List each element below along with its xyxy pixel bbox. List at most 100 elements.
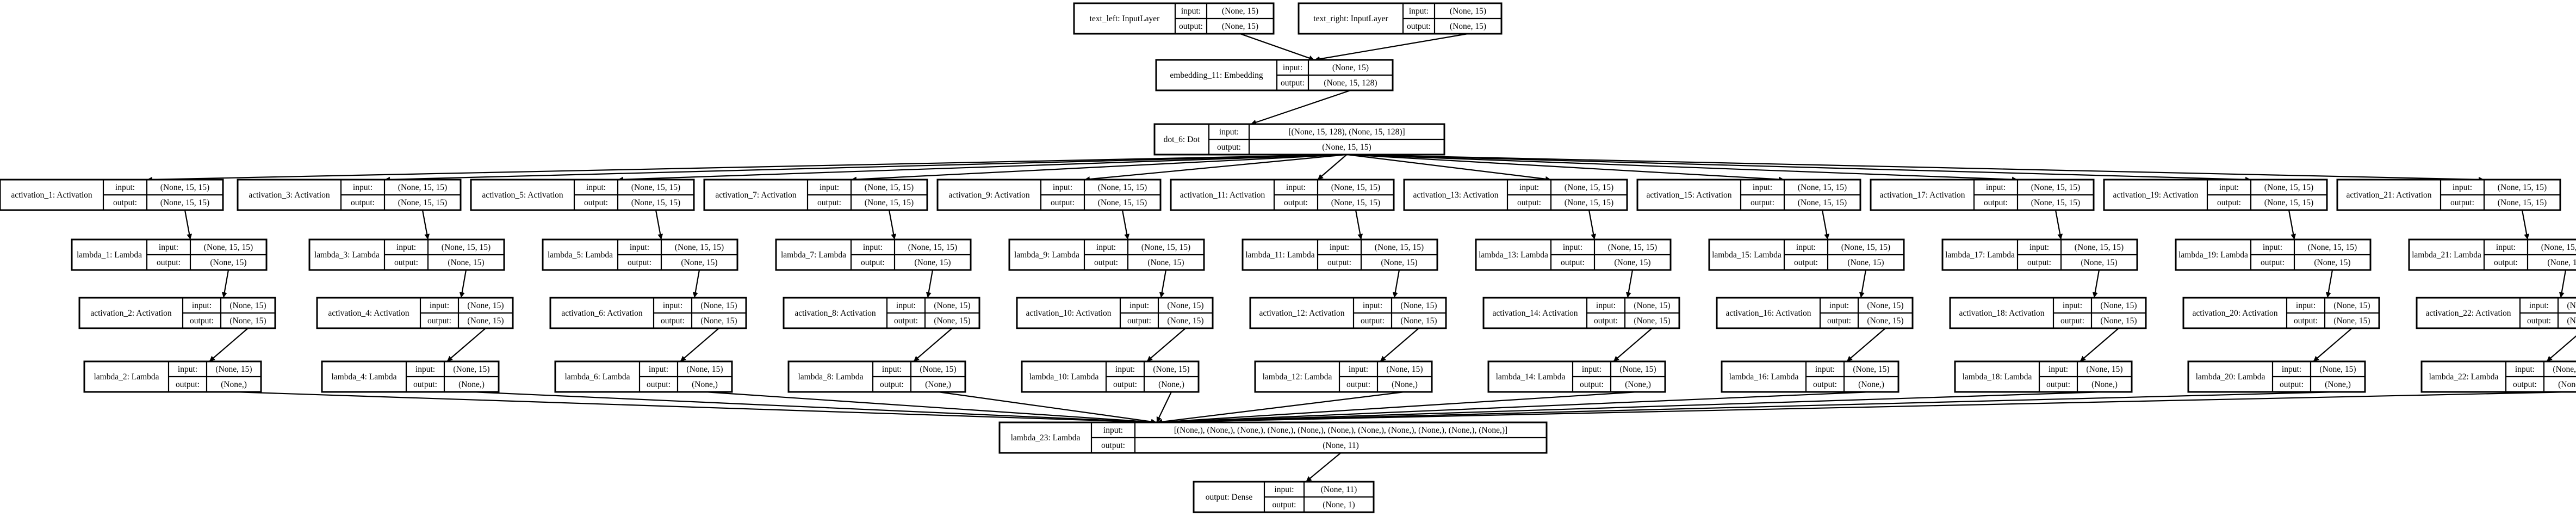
edge-lambda-15-to-activation-16 (1859, 269, 1867, 298)
output-label: output: (647, 380, 671, 389)
layer-node-activation-10[interactable]: activation_10: Activationinput:output:(N… (1016, 297, 1214, 329)
input-label: input: (820, 183, 839, 192)
output-label: output: (628, 258, 651, 267)
layer-node-activation-9[interactable]: activation_9: Activationinput:output:(No… (936, 179, 1162, 211)
layer-node-activation-19[interactable]: activation_19: Activationinput:output:(N… (2103, 179, 2328, 211)
layer-node-activation-8[interactable]: activation_8: Activationinput:output:(No… (783, 297, 980, 329)
input-shape: (None, 15) (2333, 301, 2370, 310)
edge-activation-4-to-lambda-4 (446, 328, 486, 362)
edge-activation-11-to-lambda-11 (1355, 210, 1363, 240)
layer-node-activation-18[interactable]: activation_18: Activationinput:output:(N… (1949, 297, 2147, 329)
layer-node-activation-15[interactable]: activation_15: Activationinput:output:(N… (1636, 179, 1861, 211)
layer-node-activation-21[interactable]: activation_21: Activationinput:output:(N… (2336, 179, 2561, 211)
layer-node-activation-7[interactable]: activation_7: Activationinput:output:(No… (703, 179, 928, 211)
input-label: input: (1829, 301, 1849, 310)
input-shape: (None, 15, 15) (2264, 183, 2313, 192)
layer-node-text-right[interactable]: text_right: InputLayerinput:output:(None… (1298, 2, 1503, 35)
layer-node-activation-22[interactable]: activation_22: Activationinput:output:(N… (2416, 297, 2576, 329)
output-shape: (None, 15, 15) (631, 198, 680, 207)
input-label: input: (1986, 183, 2006, 192)
input-shape: (None, 15, 15) (1331, 183, 1380, 192)
edge-lambda-11-to-activation-12 (1392, 269, 1400, 298)
input-shape: [(None,), (None,), (None,), (None,), (No… (1174, 426, 1507, 435)
layer-node-activation-20[interactable]: activation_20: Activationinput:output:(N… (2182, 297, 2380, 329)
input-shape: (None, 15, 15) (1565, 183, 1613, 192)
layer-node-embedding-11[interactable]: embedding_11: Embeddinginput:output:(Non… (1155, 59, 1394, 91)
output-label: output: (1794, 258, 1818, 267)
layer-node-activation-6[interactable]: activation_6: Activationinput:output:(No… (549, 297, 747, 329)
output-shape: (None, 15, 15) (865, 198, 914, 207)
edge-activation-21-to-lambda-21 (2521, 210, 2530, 240)
layer-node-activation-12[interactable]: activation_12: Activationinput:output:(N… (1249, 297, 1447, 329)
layer-node-activation-13[interactable]: activation_13: Activationinput:output:(N… (1403, 179, 1628, 211)
layer-node-activation-11[interactable]: activation_11: Activationinput:output:(N… (1170, 179, 1395, 211)
layer-node-activation-16[interactable]: activation_16: Activationinput:output:(N… (1716, 297, 1914, 329)
input-shape: (None, 15) (700, 301, 737, 310)
input-shape: (None, 15) (920, 365, 956, 374)
layer-node-lambda-23[interactable]: lambda_23: Lambdainput:output:[(None,), … (998, 421, 1548, 454)
input-shape: (None, 15) (1222, 7, 1258, 16)
output-shape: (None, 15, 15) (160, 198, 209, 207)
layer-node-activation-1[interactable]: activation_1: Activationinput:output:(No… (0, 179, 224, 211)
layer-name: output: Dense (1206, 493, 1253, 502)
input-label: input: (2496, 243, 2516, 252)
layer-node-activation-14[interactable]: activation_14: Activationinput:output:(N… (1482, 297, 1680, 329)
layer-node-text-left[interactable]: text_left: InputLayerinput:output:(None,… (1073, 2, 1275, 35)
output-label: output: (2046, 380, 2070, 389)
edge-activation-15-to-lambda-15 (1821, 210, 1830, 240)
edge-activation-6-to-lambda-6 (680, 328, 719, 362)
layer-node-activation-5[interactable]: activation_5: Activationinput:output:(No… (470, 179, 695, 211)
layer-node-activation-3[interactable]: activation_3: Activationinput:output:(No… (237, 179, 462, 211)
layer-node-activation-4[interactable]: activation_4: Activationinput:output:(No… (316, 297, 514, 329)
output-label: output: (861, 258, 885, 267)
layer-node-activation-17[interactable]: activation_17: Activationinput:output:(N… (1870, 179, 2095, 211)
input-label: input: (882, 365, 902, 374)
layer-name: text_right: InputLayer (1313, 14, 1388, 23)
edge-text-left-to-embedding-11 (1240, 33, 1315, 61)
edge-lambda-6-to-lambda-23 (704, 391, 1157, 425)
layer-name: activation_9: Activation (948, 191, 1030, 200)
output-label: output: (1580, 380, 1604, 389)
layer-name: activation_17: Activation (1879, 191, 1965, 200)
output-shape: (None, 15) (1400, 316, 1437, 326)
output-shape: (None, 15) (2100, 316, 2137, 326)
output-shape: (None,) (2558, 380, 2576, 389)
layer-name: activation_8: Activation (794, 309, 876, 318)
edge-dot-6-to-activation-5 (617, 153, 1347, 182)
edge-dot-6-to-activation-13 (1346, 153, 1551, 182)
input-shape: (None, 15, 15) (1608, 243, 1657, 252)
output-shape: (None, 15) (210, 258, 246, 267)
output-shape: (None, 15) (1847, 258, 1884, 267)
edge-activation-3-to-lambda-3 (421, 210, 430, 240)
output-label: output: (190, 316, 214, 326)
edge-lambda-8-to-lambda-23 (938, 391, 1157, 425)
edge-activation-20-to-lambda-20 (2313, 328, 2352, 362)
input-shape: (None, 15, 15) (2498, 183, 2547, 192)
layer-node-activation-2[interactable]: activation_2: Activationinput:output:(No… (78, 297, 276, 329)
input-shape: (None, 15) (1153, 365, 1189, 374)
